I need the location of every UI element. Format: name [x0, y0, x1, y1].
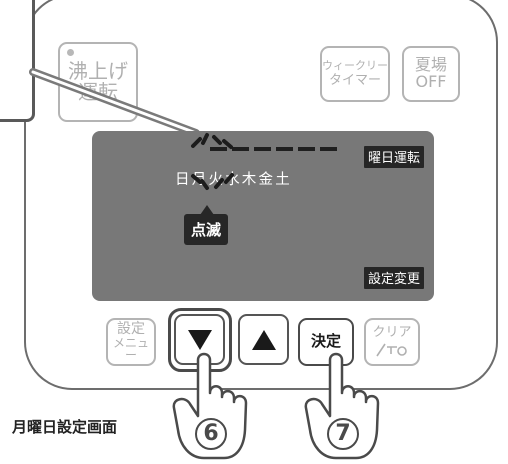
- decide-button-label: 決定: [310, 332, 341, 351]
- down-triangle-icon: [187, 329, 212, 350]
- blink-label: 点滅: [184, 214, 229, 245]
- clear-button[interactable]: クリア: [364, 318, 420, 366]
- summer-off-button[interactable]: 夏場 OFF: [402, 46, 460, 102]
- weekly-button-label-top: ウィークリー: [322, 58, 388, 72]
- settings-button-label-bottom: メニュー: [112, 335, 149, 363]
- screen-caption: 月曜日設定画面: [12, 418, 118, 436]
- weekday-operation-tag: 曜日運転: [363, 146, 424, 168]
- weekly-button-label-bottom: タイマー: [328, 73, 381, 89]
- key-icon: [376, 343, 407, 357]
- zoom-callout-box: [0, 0, 35, 122]
- summer-button-label-top: 夏場: [414, 55, 447, 75]
- boil-operation-button[interactable]: 沸上げ 運転: [58, 42, 138, 122]
- settings-menu-button[interactable]: 設定 メニュー: [106, 318, 156, 366]
- blink-pointer: [200, 205, 214, 215]
- clear-button-label: クリア: [372, 325, 412, 341]
- day-marker-dashes: [210, 147, 342, 151]
- settings-button-label-top: 設定: [117, 321, 145, 338]
- step-6-number: 6: [203, 421, 219, 446]
- summer-button-label-bottom: OFF: [415, 72, 447, 91]
- settings-change-tag: 設定変更: [363, 267, 424, 289]
- indicator-lamp: [67, 49, 74, 56]
- boil-button-label-top: 沸上げ: [68, 59, 128, 83]
- step-7-number: 7: [335, 421, 351, 446]
- up-button[interactable]: [238, 314, 289, 365]
- decide-button[interactable]: 決定: [298, 318, 354, 366]
- up-triangle-icon: [251, 329, 276, 350]
- lcd-display: 日月火水木金土 曜日運転 点滅 設定変更: [92, 131, 434, 301]
- weekly-timer-button[interactable]: ウィークリー タイマー: [320, 46, 390, 102]
